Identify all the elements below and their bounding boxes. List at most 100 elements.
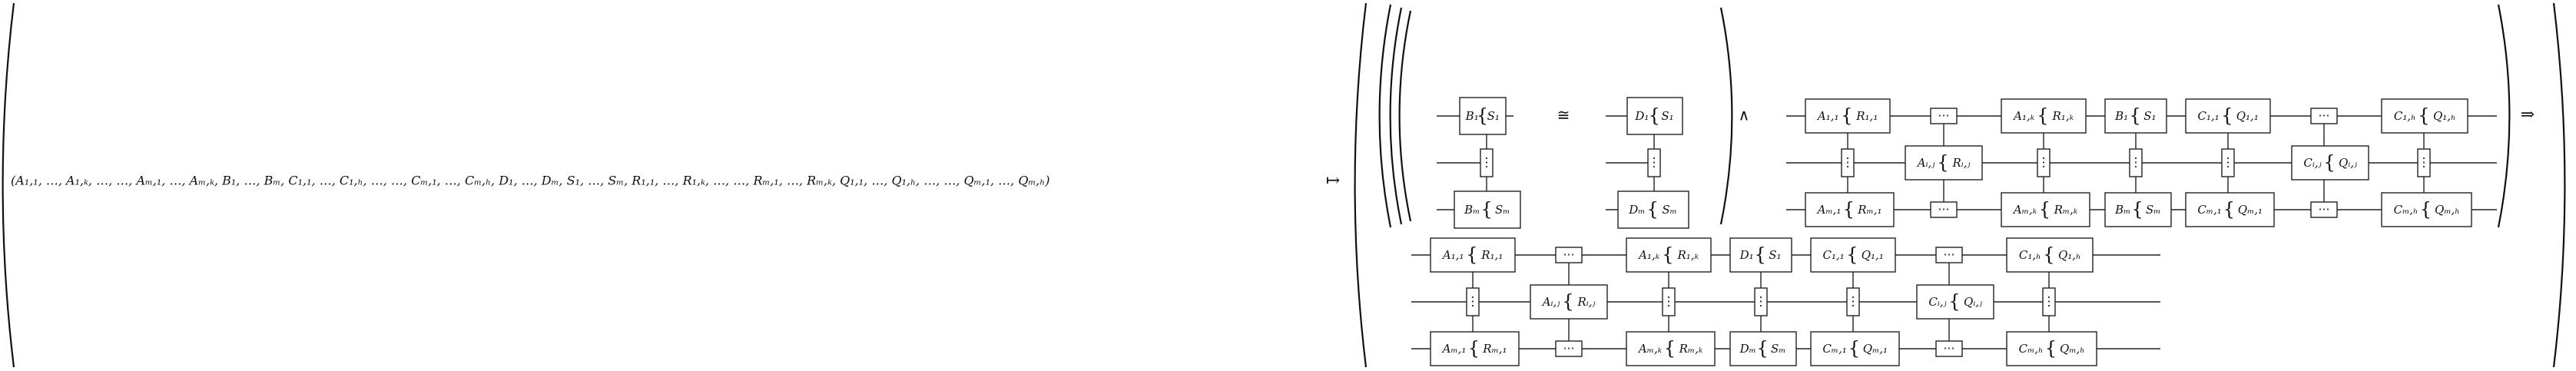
net-lower-cdots-c-bot-glyph: ⋯ bbox=[1944, 341, 1955, 355]
net-lower-box-cm1-label: Cₘ,₁ bbox=[1822, 342, 1846, 356]
net-upper-box-a1k: A₁,ₖ{R₁,ₖ bbox=[2001, 98, 2087, 134]
net-upper-box-amk-sublabel: Rₘ,ₖ bbox=[2054, 203, 2078, 217]
net-upper-box-colm-label: Bₘ bbox=[2114, 203, 2130, 217]
net-upper-box-a11-label: A₁,₁ bbox=[1816, 109, 1839, 123]
net-upper-cdots-c-top: ⋯ bbox=[2310, 108, 2338, 124]
net-lower-cdots-a-top-glyph: ⋯ bbox=[1563, 247, 1575, 261]
box-b1-s1: B₁{S₁ bbox=[1459, 97, 1507, 135]
net-lower-box-cmh-brace: { bbox=[2045, 338, 2057, 359]
net-upper-box-c11-brace: { bbox=[2221, 105, 2233, 127]
net-upper-box-col1-brace: { bbox=[2130, 105, 2141, 127]
net-upper-box-cm1-label: Cₘ,₁ bbox=[2197, 203, 2221, 217]
net-upper-box-a1k-sublabel: R₁,ₖ bbox=[2052, 109, 2074, 123]
net-upper-box-c1h: C₁,ₕ{Q₁,ₕ bbox=[2381, 98, 2468, 134]
net-upper-box-col1-sublabel: S₁ bbox=[2143, 109, 2156, 123]
net-lower-box-colm: Dₘ{Sₘ bbox=[1729, 331, 1797, 366]
net-upper-vdots-c-left: ⋮ bbox=[2221, 148, 2235, 177]
net-lower-box-c1h-frame bbox=[2006, 237, 2094, 273]
net-lower-box-aij-frame bbox=[1530, 284, 1608, 320]
net-upper-cdots-a-bot: ⋯ bbox=[1930, 201, 1958, 218]
net-upper-box-cij-frame bbox=[2291, 145, 2369, 181]
net-upper-box-c1h-brace: { bbox=[2418, 105, 2429, 127]
box-bm-sm: Bₘ{Sₘ bbox=[1454, 190, 1521, 229]
box-bm-sm-brace: { bbox=[1480, 199, 1492, 220]
net-upper-box-cm1: Cₘ,₁{Qₘ,₁ bbox=[2185, 192, 2275, 227]
net-upper-box-a11-sublabel: R₁,₁ bbox=[1855, 109, 1878, 123]
net-upper-box-a1k-brace: { bbox=[2037, 105, 2048, 127]
net-upper-vdots-a-left-glyph: ⋮ bbox=[1842, 155, 1854, 170]
implication-left-paren bbox=[1378, 4, 1392, 228]
net-lower-box-col1: D₁{S₁ bbox=[1729, 237, 1792, 273]
box-d1-s1-brace: { bbox=[1649, 105, 1660, 127]
rhs-right-paren bbox=[2552, 2, 2566, 368]
vdots-b-glyph: ⋮ bbox=[1480, 155, 1493, 170]
net-lower-box-a1k-label: A₁,ₖ bbox=[1637, 248, 1660, 262]
box-d1-s1-sublabel: S₁ bbox=[1661, 109, 1673, 123]
box-d1-s1-label: D₁ bbox=[1634, 109, 1649, 123]
net-lower-box-a11-brace: { bbox=[1466, 244, 1477, 266]
net-lower-box-aij-label: Aᵢ,ⱼ bbox=[1541, 295, 1560, 309]
net-upper-box-amk-label: Aₘ,ₖ bbox=[2012, 203, 2037, 217]
net-upper-box-cmh: Cₘ,ₕ{Qₘ,ₕ bbox=[2381, 192, 2472, 227]
iso-right-paren bbox=[1719, 7, 1733, 225]
net-upper-box-cij: Cᵢ,ⱼ{Qᵢ,ⱼ bbox=[2291, 145, 2369, 181]
box-dm-sm-label: Dₘ bbox=[1628, 203, 1645, 217]
box-dm-sm-brace: { bbox=[1646, 199, 1658, 220]
net-upper-box-colm-brace: { bbox=[2131, 199, 2143, 220]
net-upper-box-amk: Aₘ,ₖ{Rₘ,ₖ bbox=[2001, 192, 2090, 227]
net-upper-box-a11-brace: { bbox=[1841, 105, 1852, 127]
net-upper-box-cm1-frame bbox=[2185, 192, 2275, 227]
net-upper-box-c1h-label: C₁,ₕ bbox=[2394, 109, 2416, 123]
net-lower-box-a11: A₁,₁{R₁,₁ bbox=[1430, 237, 1516, 273]
net-lower-box-c11-sublabel: Q₁,₁ bbox=[1862, 248, 1884, 262]
net-upper-box-cm1-brace: { bbox=[2223, 199, 2235, 220]
net-upper-box-cmh-label: Cₘ,ₕ bbox=[2394, 203, 2419, 217]
net-lower-vdots-col-glyph: ⋮ bbox=[1755, 294, 1767, 309]
box-d1-s1: D₁{S₁ bbox=[1626, 97, 1683, 135]
net-lower-box-am1-frame bbox=[1430, 331, 1520, 366]
net-upper-box-amk-frame bbox=[2001, 192, 2090, 227]
net-lower-box-a11-sublabel: R₁,₁ bbox=[1480, 248, 1503, 262]
net-lower-box-a1k-sublabel: R₁,ₖ bbox=[1677, 248, 1699, 262]
net-lower-box-am1-brace: { bbox=[1468, 338, 1480, 359]
net-lower-vdots-a-right-glyph: ⋮ bbox=[1663, 294, 1675, 309]
net-lower-box-cm1: Cₘ,₁{Qₘ,₁ bbox=[1810, 331, 1900, 366]
net-upper-box-c11-label: C₁,₁ bbox=[2198, 109, 2220, 123]
net-lower-box-am1-sublabel: Rₘ,₁ bbox=[1482, 342, 1507, 356]
net-lower-vdots-c-right-glyph: ⋮ bbox=[2043, 294, 2055, 309]
net-lower-box-colm-sublabel: Sₘ bbox=[1771, 342, 1785, 356]
net-lower-box-col1-brace: { bbox=[1755, 244, 1766, 266]
box-dm-sm-frame bbox=[1617, 190, 1689, 229]
net-upper-box-am1-label: Aₘ,₁ bbox=[1816, 203, 1842, 217]
net-upper-box-cm1-sublabel: Qₘ,₁ bbox=[2238, 203, 2263, 217]
box-b1-s1-brace: { bbox=[1477, 105, 1488, 127]
net-lower-box-cij-frame bbox=[1916, 284, 1994, 320]
net-lower-box-c11-label: C₁,₁ bbox=[1823, 248, 1845, 262]
net-lower-box-a1k-frame bbox=[1626, 237, 1712, 273]
net-upper-box-col1-label: B₁ bbox=[2114, 109, 2128, 123]
net-upper-box-cij-label: Cᵢ,ⱼ bbox=[2303, 156, 2321, 170]
net-lower-box-a11-label: A₁,₁ bbox=[1441, 248, 1464, 262]
net-upper-box-cij-brace: { bbox=[2323, 152, 2335, 174]
net-upper-box-colm: Bₘ{Sₘ bbox=[2104, 192, 2172, 227]
net-lower-box-aij-brace: { bbox=[1562, 291, 1573, 313]
net-upper-cdots-c-bot: ⋯ bbox=[2310, 201, 2338, 218]
lhs-tuple: (A₁,₁, …, A₁,ₖ, …, …, Aₘ,₁, …, Aₘ,ₖ, B₁,… bbox=[11, 174, 1050, 188]
net-lower-box-amk-frame bbox=[1626, 331, 1716, 366]
net-lower-box-cmh: Cₘ,ₕ{Qₘ,ₕ bbox=[2006, 331, 2097, 366]
net-upper-box-aij-sublabel: Rᵢ,ⱼ bbox=[1951, 156, 1970, 170]
outer-left-paren bbox=[2, 2, 15, 368]
net-upper-box-aij-label: Aᵢ,ⱼ bbox=[1916, 156, 1935, 170]
net-lower-box-a1k-brace: { bbox=[1662, 244, 1673, 266]
net-upper-box-c11: C₁,₁{Q₁,₁ bbox=[2185, 98, 2271, 134]
net-lower-box-cmh-label: Cₘ,ₕ bbox=[2019, 342, 2044, 356]
net-upper-box-cmh-sublabel: Qₘ,ₕ bbox=[2435, 203, 2460, 217]
net-lower-cdots-c-bot: ⋯ bbox=[1935, 340, 1963, 357]
net-upper-box-am1: Aₘ,₁{Rₘ,₁ bbox=[1805, 192, 1895, 227]
net-upper-box-am1-sublabel: Rₘ,₁ bbox=[1857, 203, 1881, 217]
net-lower-box-cm1-frame bbox=[1810, 331, 1900, 366]
net-upper-box-c11-sublabel: Q₁,₁ bbox=[2236, 109, 2259, 123]
box-b1-s1-label: B₁ bbox=[1465, 109, 1479, 123]
net-lower-cdots-a-bot: ⋯ bbox=[1555, 340, 1583, 357]
implies-symbol: ⇒ bbox=[2521, 105, 2535, 124]
